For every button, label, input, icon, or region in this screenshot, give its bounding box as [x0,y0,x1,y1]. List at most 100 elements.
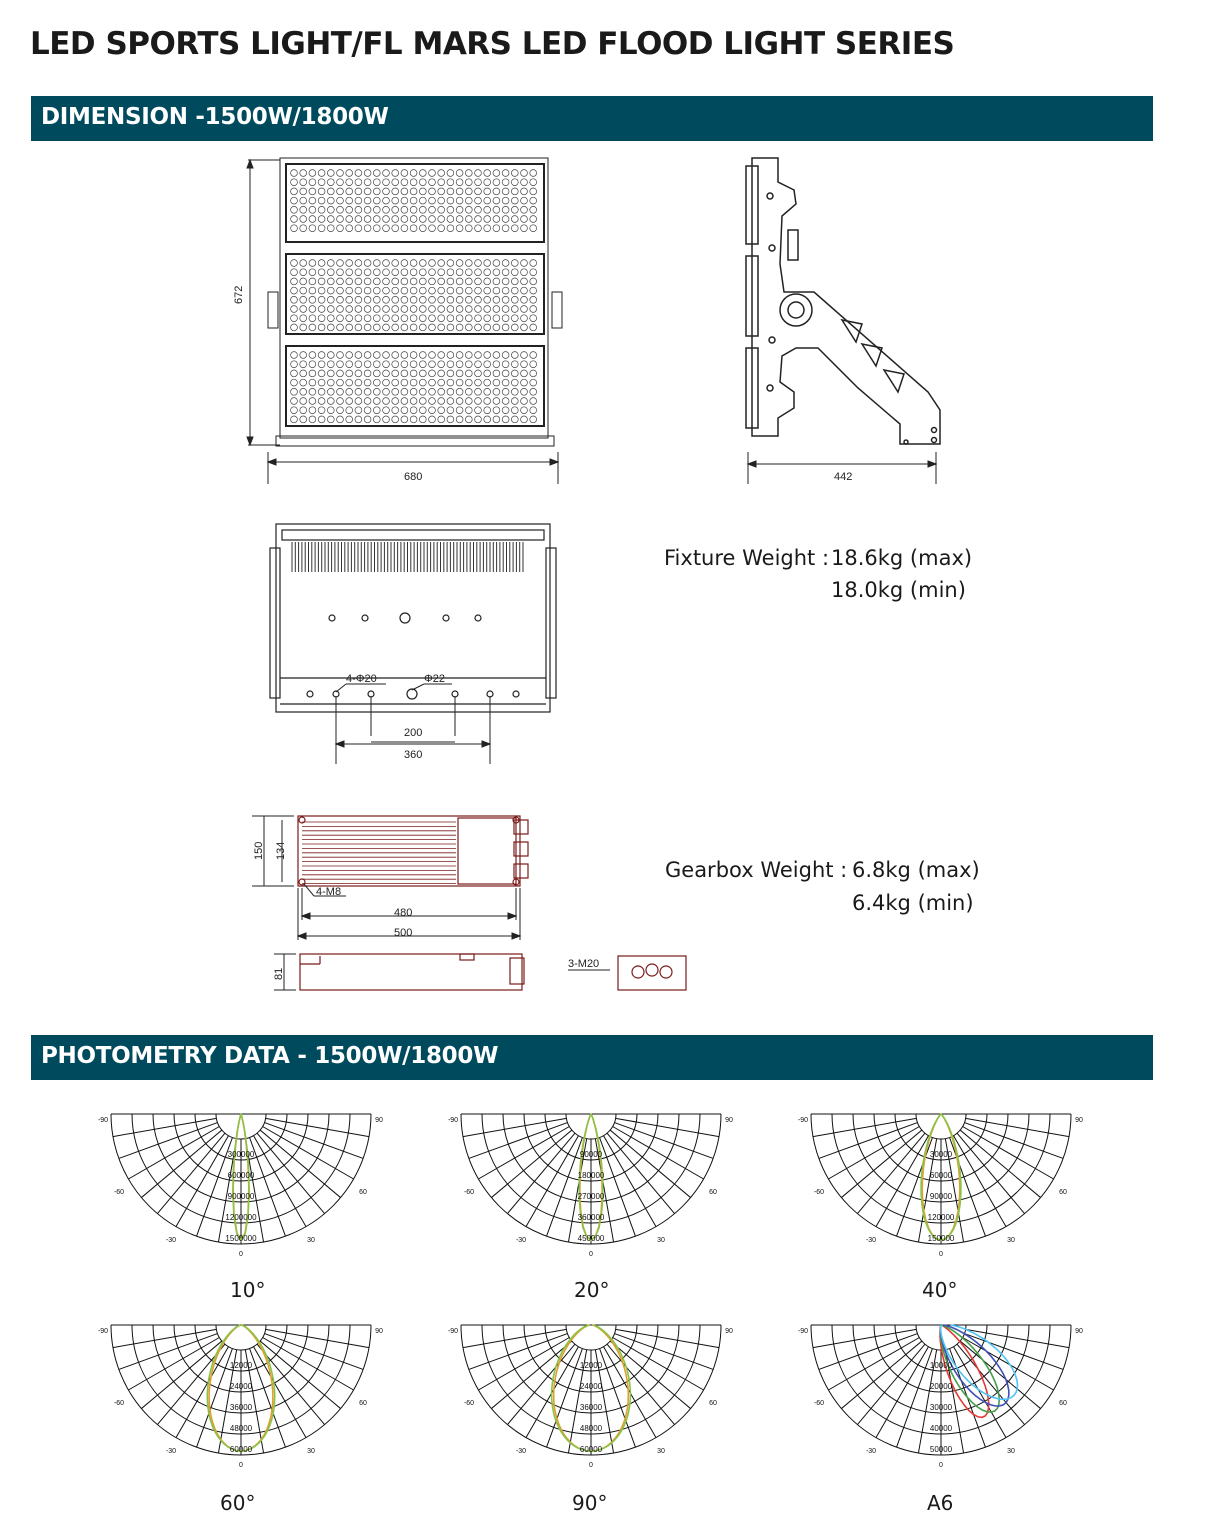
beam-angle-caption: 10° [230,1278,266,1302]
ring-value-label: 60000 [230,1445,253,1454]
section-header-dimension: DIMENSION -1500W/1800W [31,96,1153,141]
ring-value-label: 12000 [580,1361,603,1370]
fixture-weight-min: 18.0kg (min) [831,578,966,602]
ring-value-label: 24000 [580,1382,603,1391]
dim-gearbox-depth: 81 [273,968,285,980]
page-title: LED SPORTS LIGHT/FL MARS LED FLOOD LIGHT… [30,26,955,62]
ring-value-label: 1200000 [225,1213,257,1222]
angle-label: -90 [98,1117,108,1124]
angle-label: 30 [1007,1237,1015,1244]
angle-label: 90 [375,1117,383,1124]
dim-gearbox-inner-length: 480 [394,907,412,919]
ring-value-label: 10000 [930,1361,953,1370]
angle-label: 30 [1007,1448,1015,1455]
ring-value-label: 24000 [230,1382,253,1391]
angle-label: 0 [939,1462,943,1469]
angle-label: 30 [657,1237,665,1244]
angle-label: -60 [114,1189,124,1196]
intensity-curve [550,1324,632,1452]
angle-label: -60 [464,1189,474,1196]
dim-inner-spacing: 200 [404,727,422,739]
angle-label: 30 [307,1448,315,1455]
ring-value-label: 90000 [930,1192,953,1201]
angle-label: 60 [359,1189,367,1196]
ring-value-label: 1500000 [225,1234,257,1243]
ring-value-label: 60000 [930,1171,953,1180]
rear-view-drawing: 4-Φ20 Φ22 200 360 [269,523,557,764]
angle-label: 90 [1075,1117,1083,1124]
gearbox-top-drawing: 150 134 4-M8 480 500 [252,815,529,940]
fixture-weight-max: 18.6kg (max) [831,546,973,570]
dim-front-width: 680 [404,471,422,483]
dim-side-width: 442 [834,471,852,483]
fixture-weight-label: Fixture Weight : [664,546,830,570]
ring-value-label: 120000 [928,1213,955,1222]
angle-label: 90 [725,1328,733,1335]
ring-value-label: 48000 [230,1424,253,1433]
section-title-photometry: PHOTOMETRY DATA - 1500W/1800W [41,1043,499,1069]
intensity-curve [920,1113,962,1241]
front-view-drawing: 672 680 [233,157,563,484]
angle-label: 30 [657,1448,665,1455]
angle-label: -90 [798,1117,808,1124]
angle-label: -30 [516,1448,526,1455]
section-header-photometry: PHOTOMETRY DATA - 1500W/1800W [31,1035,1153,1080]
dim-gearbox-height-outer: 150 [253,842,265,860]
beam-angle-caption: 40° [922,1278,958,1302]
beam-angle-caption: 90° [572,1491,608,1515]
gearbox-weight-max: 6.8kg (max) [852,858,980,882]
angle-label: 60 [1059,1189,1067,1196]
side-view-drawing: 442 [745,157,941,484]
ring-value-label: 20000 [930,1382,953,1391]
ring-value-label: 30000 [930,1403,953,1412]
intensity-curve [578,1113,604,1242]
label-hole-diameter: 4-Φ20 [346,673,377,685]
ring-value-label: 300000 [228,1150,255,1159]
angle-label: -30 [516,1237,526,1244]
ring-value-label: 180000 [578,1171,605,1180]
angle-label: -30 [166,1448,176,1455]
gearbox-side-drawing: 81 3-M20 [273,953,687,991]
dim-outer-spacing: 360 [404,749,422,761]
intensity-curve [206,1324,276,1452]
ring-value-label: 450000 [578,1234,605,1243]
ring-value-label: 900000 [228,1192,255,1201]
angle-label: 0 [589,1251,593,1258]
ring-value-label: 270000 [578,1192,605,1201]
dim-gearbox-height-inner: 134 [275,842,287,860]
beam-angle-caption: A6 [927,1491,954,1515]
section-title-dimension: DIMENSION -1500W/1800W [41,104,389,130]
ring-value-label: 36000 [230,1403,253,1412]
angle-label: -90 [448,1328,458,1335]
angle-label: -90 [798,1328,808,1335]
angle-label: 60 [359,1400,367,1407]
angle-label: -90 [448,1117,458,1124]
beam-angle-caption: 20° [574,1278,610,1302]
angle-label: 60 [709,1189,717,1196]
angle-label: 90 [725,1117,733,1124]
angle-label: -60 [464,1400,474,1407]
gearbox-weight-label: Gearbox Weight : [665,858,848,882]
ring-value-label: 90000 [580,1150,603,1159]
ring-value-label: 40000 [930,1424,953,1433]
ring-value-label: 36000 [580,1403,603,1412]
dim-front-height: 672 [233,286,245,304]
angle-label: 60 [1059,1400,1067,1407]
label-cable-gland: 3-M20 [568,958,599,970]
ring-value-label: 60000 [580,1445,603,1454]
angle-label: 0 [239,1251,243,1258]
ring-value-label: 12000 [230,1361,253,1370]
angle-label: 90 [375,1328,383,1335]
angle-label: -60 [114,1400,124,1407]
ring-value-label: 150000 [928,1234,955,1243]
dim-gearbox-outer-length: 500 [394,927,412,939]
angle-label: -30 [866,1448,876,1455]
angle-label: -30 [166,1237,176,1244]
angle-label: 30 [307,1237,315,1244]
intensity-curve [939,1324,1019,1401]
ring-value-label: 50000 [930,1445,953,1454]
